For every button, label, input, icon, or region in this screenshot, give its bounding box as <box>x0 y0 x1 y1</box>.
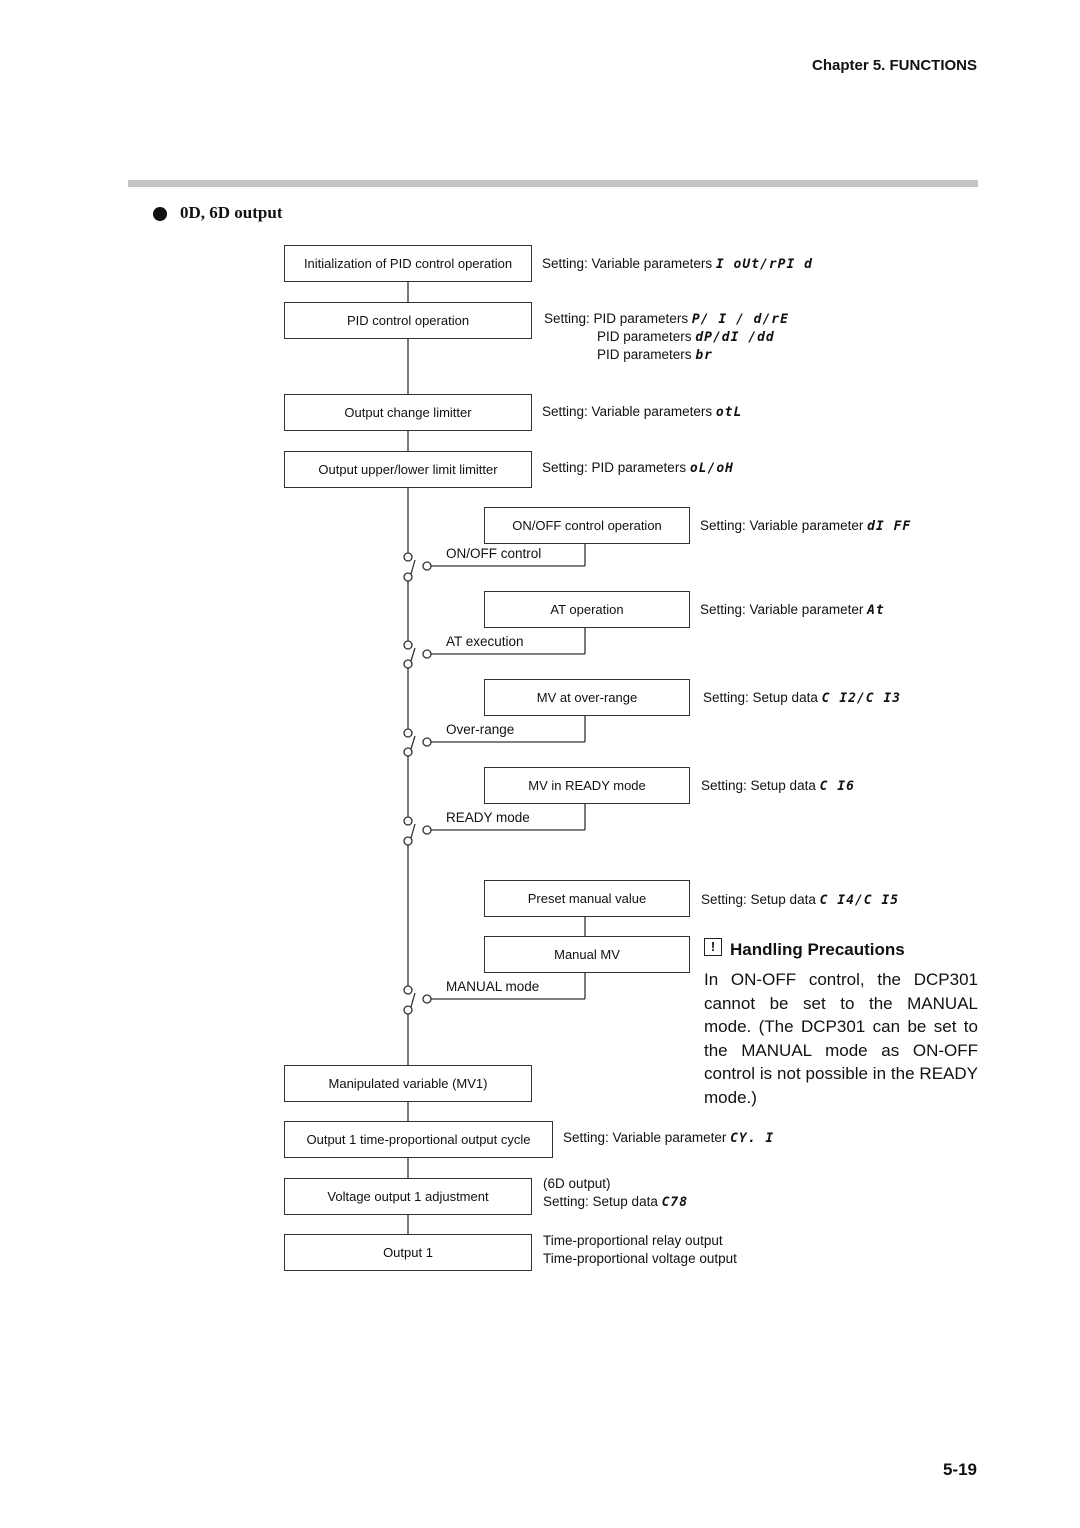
box-init-pid: Initialization of PID control operation <box>284 245 532 282</box>
switch-label-at: AT execution <box>446 634 524 649</box>
box-output-cycle: Output 1 time-proportional output cycle <box>284 1121 553 1158</box>
box-voltage-adjust: Voltage output 1 adjustment <box>284 1178 532 1215</box>
box-mv-overrange: MV at over-range <box>484 679 690 716</box>
note-preset-manual: Setting: Setup data C I4/C I5 <box>701 892 900 908</box>
note-ul-limiter: Setting: PID parameters oL/oH <box>542 460 734 476</box>
note-onoff: Setting: Variable parameter dI FF <box>700 518 912 534</box>
box-ul-limiter: Output upper/lower limit limitter <box>284 451 532 488</box>
section-title: 0D, 6D output <box>180 203 283 222</box>
box-preset-manual: Preset manual value <box>484 880 690 917</box>
switch-ready <box>403 816 432 846</box>
box-mv1: Manipulated variable (MV1) <box>284 1065 532 1102</box>
note-voltage-setup: Setting: Setup data C78 <box>543 1194 689 1210</box>
box-pid-control: PID control operation <box>284 302 532 339</box>
precautions-title: Handling Precautions <box>730 940 905 959</box>
note-overrange: Setting: Setup data C I2/C I3 <box>703 690 902 706</box>
switch-overrange <box>403 728 432 757</box>
section-divider <box>128 180 978 187</box>
note-init-pid: Setting: Variable parameters I oUt/rPI d <box>542 256 813 272</box>
chapter-header: Chapter 5. FUNCTIONS <box>811 57 977 74</box>
switch-label-ready: READY mode <box>446 810 530 825</box>
note-output-relay: Time-proportional relay output <box>543 1233 723 1248</box>
note-output-voltage: Time-proportional voltage output <box>543 1251 737 1266</box>
box-at-operation: AT operation <box>484 591 690 628</box>
switch-manual <box>403 985 432 1015</box>
box-output1: Output 1 <box>284 1234 532 1271</box>
note-pid-2: PID parameters dP/dI /dd <box>597 329 775 345</box>
switch-label-overrange: Over-range <box>446 722 515 737</box>
box-onoff-operation: ON/OFF control operation <box>484 507 690 544</box>
box-change-limiter: Output change limitter <box>284 394 532 431</box>
switch-label-onoff: ON/OFF control <box>446 546 542 561</box>
bullet-icon <box>153 207 167 221</box>
precautions-text: In ON-OFF control, the DCP301 cannot be … <box>704 970 978 1107</box>
note-ready: Setting: Setup data C I6 <box>701 778 855 794</box>
note-at: Setting: Variable parameter At <box>700 602 885 618</box>
box-mv-ready: MV in READY mode <box>484 767 690 804</box>
box-manual-mv: Manual MV <box>484 936 690 973</box>
switch-at <box>403 640 432 669</box>
note-pid-3: PID parameters br <box>597 347 713 363</box>
warning-icon: ! <box>704 938 722 956</box>
note-voltage-6d: (6D output) <box>543 1176 611 1191</box>
note-pid-1: Setting: PID parameters P/ I / d/rE <box>544 311 789 327</box>
switch-onoff <box>403 552 432 582</box>
switch-label-manual: MANUAL mode <box>446 979 540 994</box>
page-number: 5-19 <box>942 1460 977 1479</box>
note-cycle: Setting: Variable parameter CY. I <box>563 1130 775 1146</box>
note-change-limiter: Setting: Variable parameters otL <box>542 404 743 420</box>
